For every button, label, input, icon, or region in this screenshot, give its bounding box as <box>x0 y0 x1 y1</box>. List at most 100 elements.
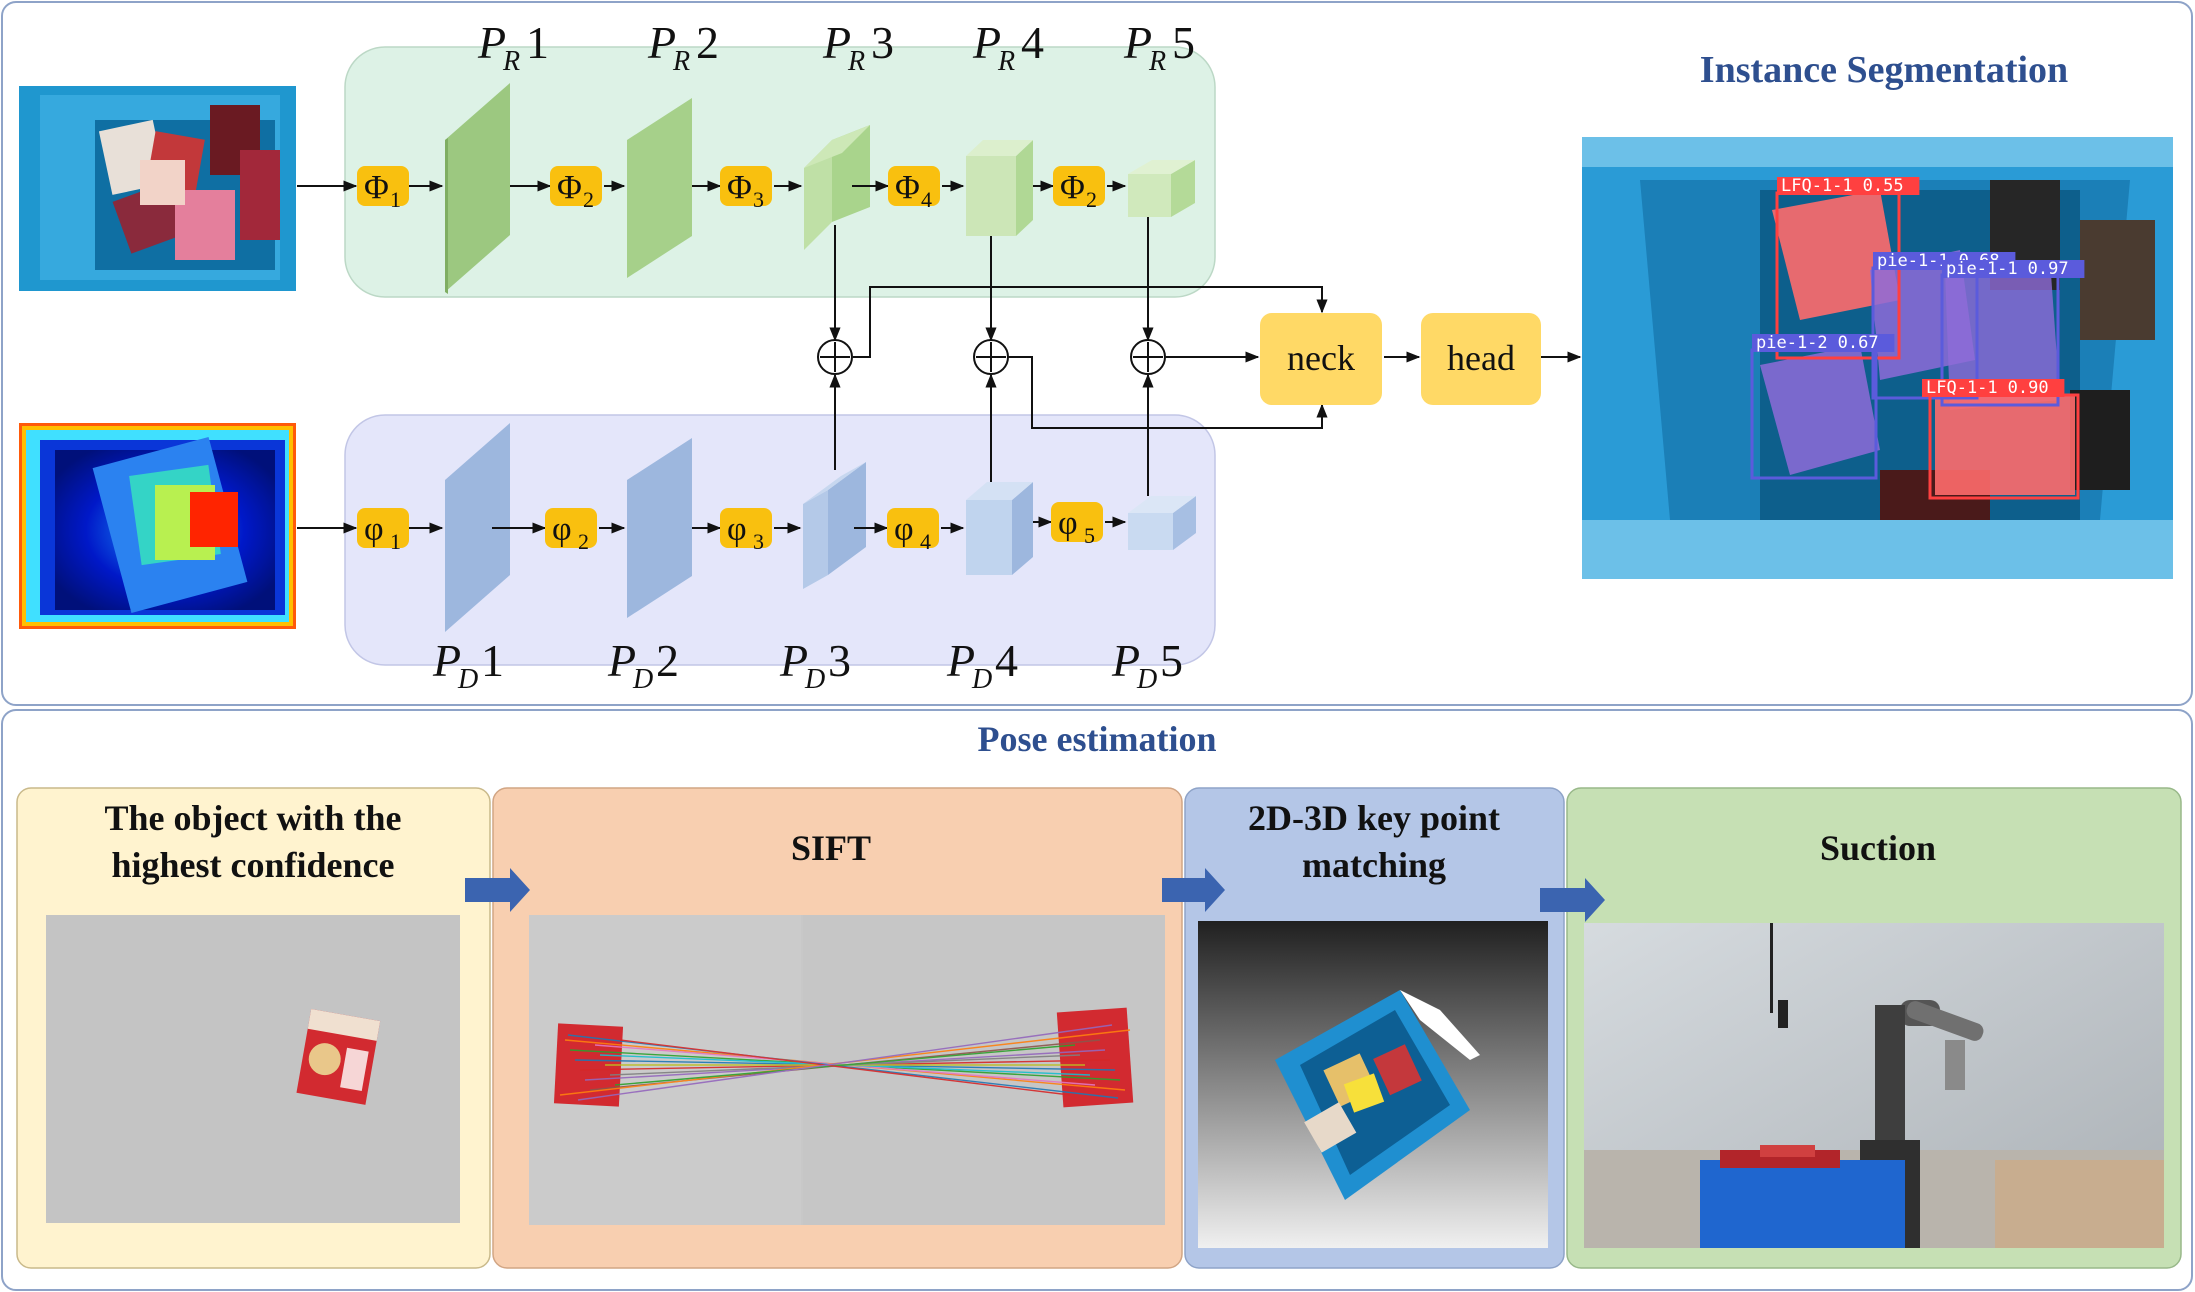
sift-matching-image <box>529 915 1165 1225</box>
depth-op-subscript: 1 <box>390 529 401 554</box>
depth-op-subscript: 4 <box>920 529 931 554</box>
step-1-title-line-2: highest confidence <box>112 845 395 885</box>
step-2-title: SIFT <box>791 828 871 868</box>
rgb-stage-letter: P <box>822 17 851 68</box>
depth-stage-subscript: D <box>1136 664 1157 695</box>
depth-stage-number: 2 <box>656 635 679 686</box>
rgb-stage-subscript: R <box>997 46 1015 77</box>
rgb-feature-map-5 <box>1128 160 1195 217</box>
rgb-feature-map-2 <box>627 98 692 278</box>
step-arrows <box>465 868 1605 922</box>
detection-score: 0.90 <box>2008 378 2049 398</box>
depth-stage-number: 5 <box>1160 635 1183 686</box>
depth-stage-letter: P <box>1111 635 1140 686</box>
depth-stage-subscript: D <box>632 664 653 695</box>
rgb-op-subscript: 2 <box>1086 187 1097 212</box>
rgb-stage-subscript: R <box>502 46 520 77</box>
detection-class: pie-1-2 <box>1756 333 1828 353</box>
step-4-title: Suction <box>1820 828 1936 868</box>
neck-block: neck <box>1260 313 1382 405</box>
depth-input-image <box>19 423 296 629</box>
fusion-node-4 <box>973 339 1009 375</box>
detection-label-5: LFQ-1-1 0.90 <box>1922 378 2065 398</box>
rgb-stage-subscript: R <box>1148 46 1166 77</box>
depth-op-symbol: φ <box>364 511 384 548</box>
rgb-op-subscript: 1 <box>390 187 401 212</box>
depth-op-subscript: 2 <box>578 529 589 554</box>
fusion-connectors <box>829 217 1582 496</box>
rgb-op-symbol: Φ <box>364 169 389 206</box>
rgb-feature-map-1 <box>445 83 510 294</box>
keypoint-matching-image <box>1198 921 1548 1248</box>
depth-feature-map-2 <box>627 438 692 618</box>
depth-stage-letter: P <box>432 635 461 686</box>
depth-op-symbol: φ <box>1058 505 1078 542</box>
detection-class: LFQ-1-1 <box>1926 378 1998 398</box>
depth-stage-letter: P <box>946 635 975 686</box>
rgb-op-subscript: 3 <box>753 187 764 212</box>
depth-op-symbol: φ <box>727 511 747 548</box>
rgb-op-subscript: 4 <box>921 187 932 212</box>
rgb-stage-number: 5 <box>1172 17 1195 68</box>
depth-stage-letter: P <box>607 635 636 686</box>
depth-stage-number: 1 <box>481 635 504 686</box>
suction-robot-photo <box>1584 923 2164 1248</box>
rgb-stage-letter: P <box>477 17 506 68</box>
detection-label-4: pie-1-2 0.67 <box>1752 333 1895 353</box>
rgb-stage-letter: P <box>972 17 1001 68</box>
rgb-stage-number: 3 <box>871 17 894 68</box>
instance-segmentation-title: Instance Segmentation <box>1700 49 2068 91</box>
rgb-op-symbol: Φ <box>895 169 920 206</box>
detection-label-text: LFQ-1-1 0.90 <box>1926 378 2049 398</box>
step-3-title-line-1: 2D-3D key point <box>1248 798 1500 838</box>
head-block: head <box>1421 313 1541 405</box>
neck-label: neck <box>1287 338 1355 378</box>
rgb-stage-number: 2 <box>696 17 719 68</box>
depth-op-subscript: 5 <box>1084 523 1095 548</box>
depth-branch-arrows <box>297 516 1127 534</box>
detection-score: 0.97 <box>2028 259 2069 279</box>
detection-class: LFQ-1-1 <box>1781 176 1853 196</box>
rgb-op-symbol: Φ <box>727 169 752 206</box>
rgb-op-symbol: Φ <box>557 169 582 206</box>
step-1-title-line-1: The object with the <box>105 798 402 838</box>
rgb-stage-letter: P <box>1123 17 1152 68</box>
fusion-node-5 <box>1130 339 1166 375</box>
segmentation-output-image <box>1582 137 2173 579</box>
pose-estimation-title: Pose estimation <box>978 719 1217 759</box>
highest-confidence-object-image <box>46 915 460 1223</box>
detection-class: pie-1-1 <box>1877 251 1949 271</box>
fusion-node-3 <box>817 339 853 375</box>
depth-feature-map-5 <box>1128 496 1196 550</box>
depth-feature-map-3 <box>803 462 866 589</box>
depth-op-symbol: φ <box>894 511 914 548</box>
head-label: head <box>1447 338 1515 378</box>
rgb-input-image <box>19 86 296 291</box>
detection-score: 0.67 <box>1838 333 1879 353</box>
depth-stage-subscript: D <box>971 664 992 695</box>
depth-op-symbol: φ <box>552 511 572 548</box>
rgb-op-symbol: Φ <box>1060 169 1085 206</box>
rgb-feature-map-3 <box>804 125 870 250</box>
